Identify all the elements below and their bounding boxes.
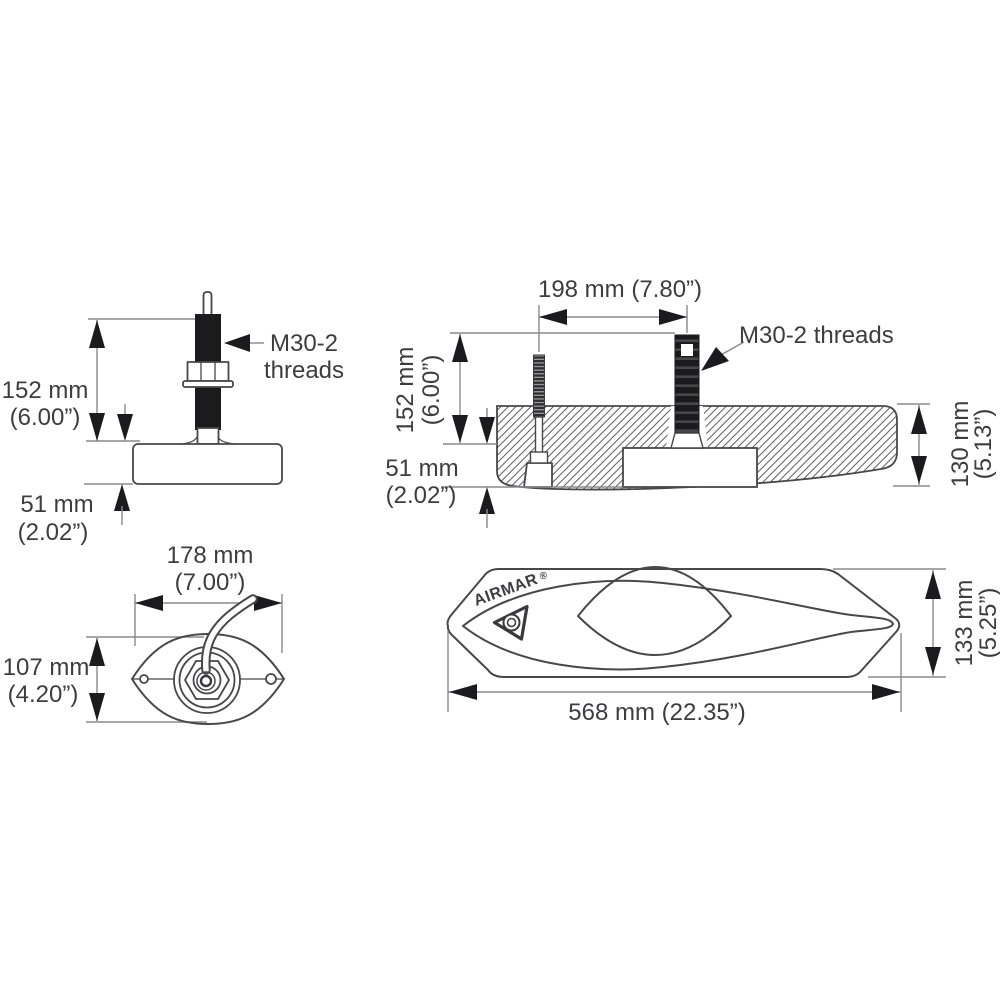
dim-label-height-mm: 152 mm bbox=[392, 347, 419, 434]
dim-label-housing-in: (2.02”) bbox=[18, 519, 89, 546]
airmar-logo-circle bbox=[502, 613, 521, 632]
dim-label-height-in: (6.00”) bbox=[10, 404, 81, 431]
arrowhead-up-icon bbox=[452, 334, 468, 362]
fairing-lower-curve bbox=[462, 623, 894, 671]
arrowhead-right-icon bbox=[659, 309, 687, 325]
arrowhead-down-icon bbox=[911, 456, 927, 484]
arrowhead-right-icon bbox=[872, 684, 900, 700]
view-top: 178 mm (7.00”) 107 mm (4.20”) bbox=[3, 542, 285, 725]
housing-disk bbox=[132, 443, 283, 485]
arrowhead-up-icon bbox=[925, 571, 941, 599]
stem-pin bbox=[202, 291, 213, 317]
callout-line bbox=[718, 341, 745, 357]
arrowhead-down-icon bbox=[117, 414, 133, 441]
arrowhead-up-icon bbox=[911, 406, 927, 434]
threads-label-line2: threads bbox=[264, 357, 344, 384]
stem-collar bbox=[670, 432, 704, 449]
dim-label-spacing: 198 mm (7.80”) bbox=[538, 276, 702, 303]
arrowhead-down-icon bbox=[479, 417, 495, 444]
fairing-upper-curve bbox=[462, 579, 894, 627]
dim-label-hull-in: (5.13”) bbox=[970, 409, 997, 480]
threads-label: M30-2 threads bbox=[739, 322, 894, 349]
fairing-outline bbox=[446, 568, 901, 678]
bolt-recess bbox=[523, 462, 553, 488]
dim-label-width-in: (7.00”) bbox=[175, 569, 246, 596]
stem-cable-window bbox=[681, 344, 693, 356]
arrowhead-up-icon bbox=[114, 484, 130, 511]
transducer-housing bbox=[622, 447, 758, 488]
arrowhead-left-icon bbox=[539, 309, 567, 325]
dim-label-width-mm: 178 mm bbox=[167, 542, 254, 569]
arrowhead-down-icon bbox=[89, 413, 105, 441]
hex-nut bbox=[186, 361, 230, 382]
arrowhead-left-icon bbox=[224, 334, 250, 352]
threads-label-line1: M30-2 bbox=[270, 330, 338, 357]
dim-label-height-in: (6.00”) bbox=[418, 355, 445, 426]
arrowhead-down-left-icon bbox=[701, 347, 729, 371]
dim-label-height-mm: 152 mm bbox=[2, 377, 89, 404]
cable-boot-ring bbox=[196, 671, 216, 691]
brand-label: AIRMAR bbox=[472, 571, 541, 610]
arrowhead-up-icon bbox=[479, 487, 495, 514]
dim-label-height-in: (5.25”) bbox=[975, 588, 1000, 659]
airmar-logo-dot bbox=[506, 617, 517, 628]
dim-label-length: 568 mm (22.35”) bbox=[568, 699, 745, 726]
dim-label-height-mm: 133 mm bbox=[951, 580, 978, 667]
cable-boot bbox=[199, 674, 213, 688]
stem-flare bbox=[179, 436, 237, 445]
washer bbox=[182, 380, 234, 388]
stem-collar bbox=[196, 427, 220, 445]
bolt-threads bbox=[533, 354, 545, 418]
dim-label-housing-mm: 51 mm bbox=[385, 455, 458, 482]
bolt-nut bbox=[529, 451, 549, 464]
acoustic-window-lens bbox=[577, 566, 732, 656]
view-installed: 198 mm (7.80”) 152 mm (6.00”) 51 mm (2.0… bbox=[385, 276, 997, 528]
arrowhead-down-icon bbox=[89, 693, 105, 721]
bolt-shank bbox=[534, 416, 544, 454]
view-stem-side: 152 mm (6.00”) 51 mm (2.02”) M30-2 threa… bbox=[2, 291, 344, 546]
arrowhead-right-icon bbox=[254, 595, 282, 611]
arrowhead-left-icon bbox=[449, 684, 477, 700]
dim-label-housing-in: (2.02”) bbox=[386, 482, 457, 509]
dim-label-depth-in: (4.20”) bbox=[8, 681, 79, 708]
arrowhead-down-icon bbox=[452, 415, 468, 443]
registered-mark: ® bbox=[538, 570, 549, 583]
mount-hole-right bbox=[265, 673, 277, 685]
arrowhead-left-icon bbox=[135, 595, 163, 611]
dim-label-depth-mm: 107 mm bbox=[3, 654, 90, 681]
dim-label-hull-mm: 130 mm bbox=[947, 401, 974, 488]
cable-body bbox=[202, 596, 256, 673]
view-fairing-plan: AIRMAR ® 133 mm (5.25”) 568 mm (22.35”) bbox=[446, 566, 1000, 726]
arrowhead-up-icon bbox=[89, 320, 105, 348]
mount-hole-left bbox=[139, 674, 149, 684]
arrowhead-down-icon bbox=[925, 647, 941, 675]
arrowhead-up-icon bbox=[89, 638, 105, 666]
dim-label-housing-mm: 51 mm bbox=[20, 491, 93, 518]
